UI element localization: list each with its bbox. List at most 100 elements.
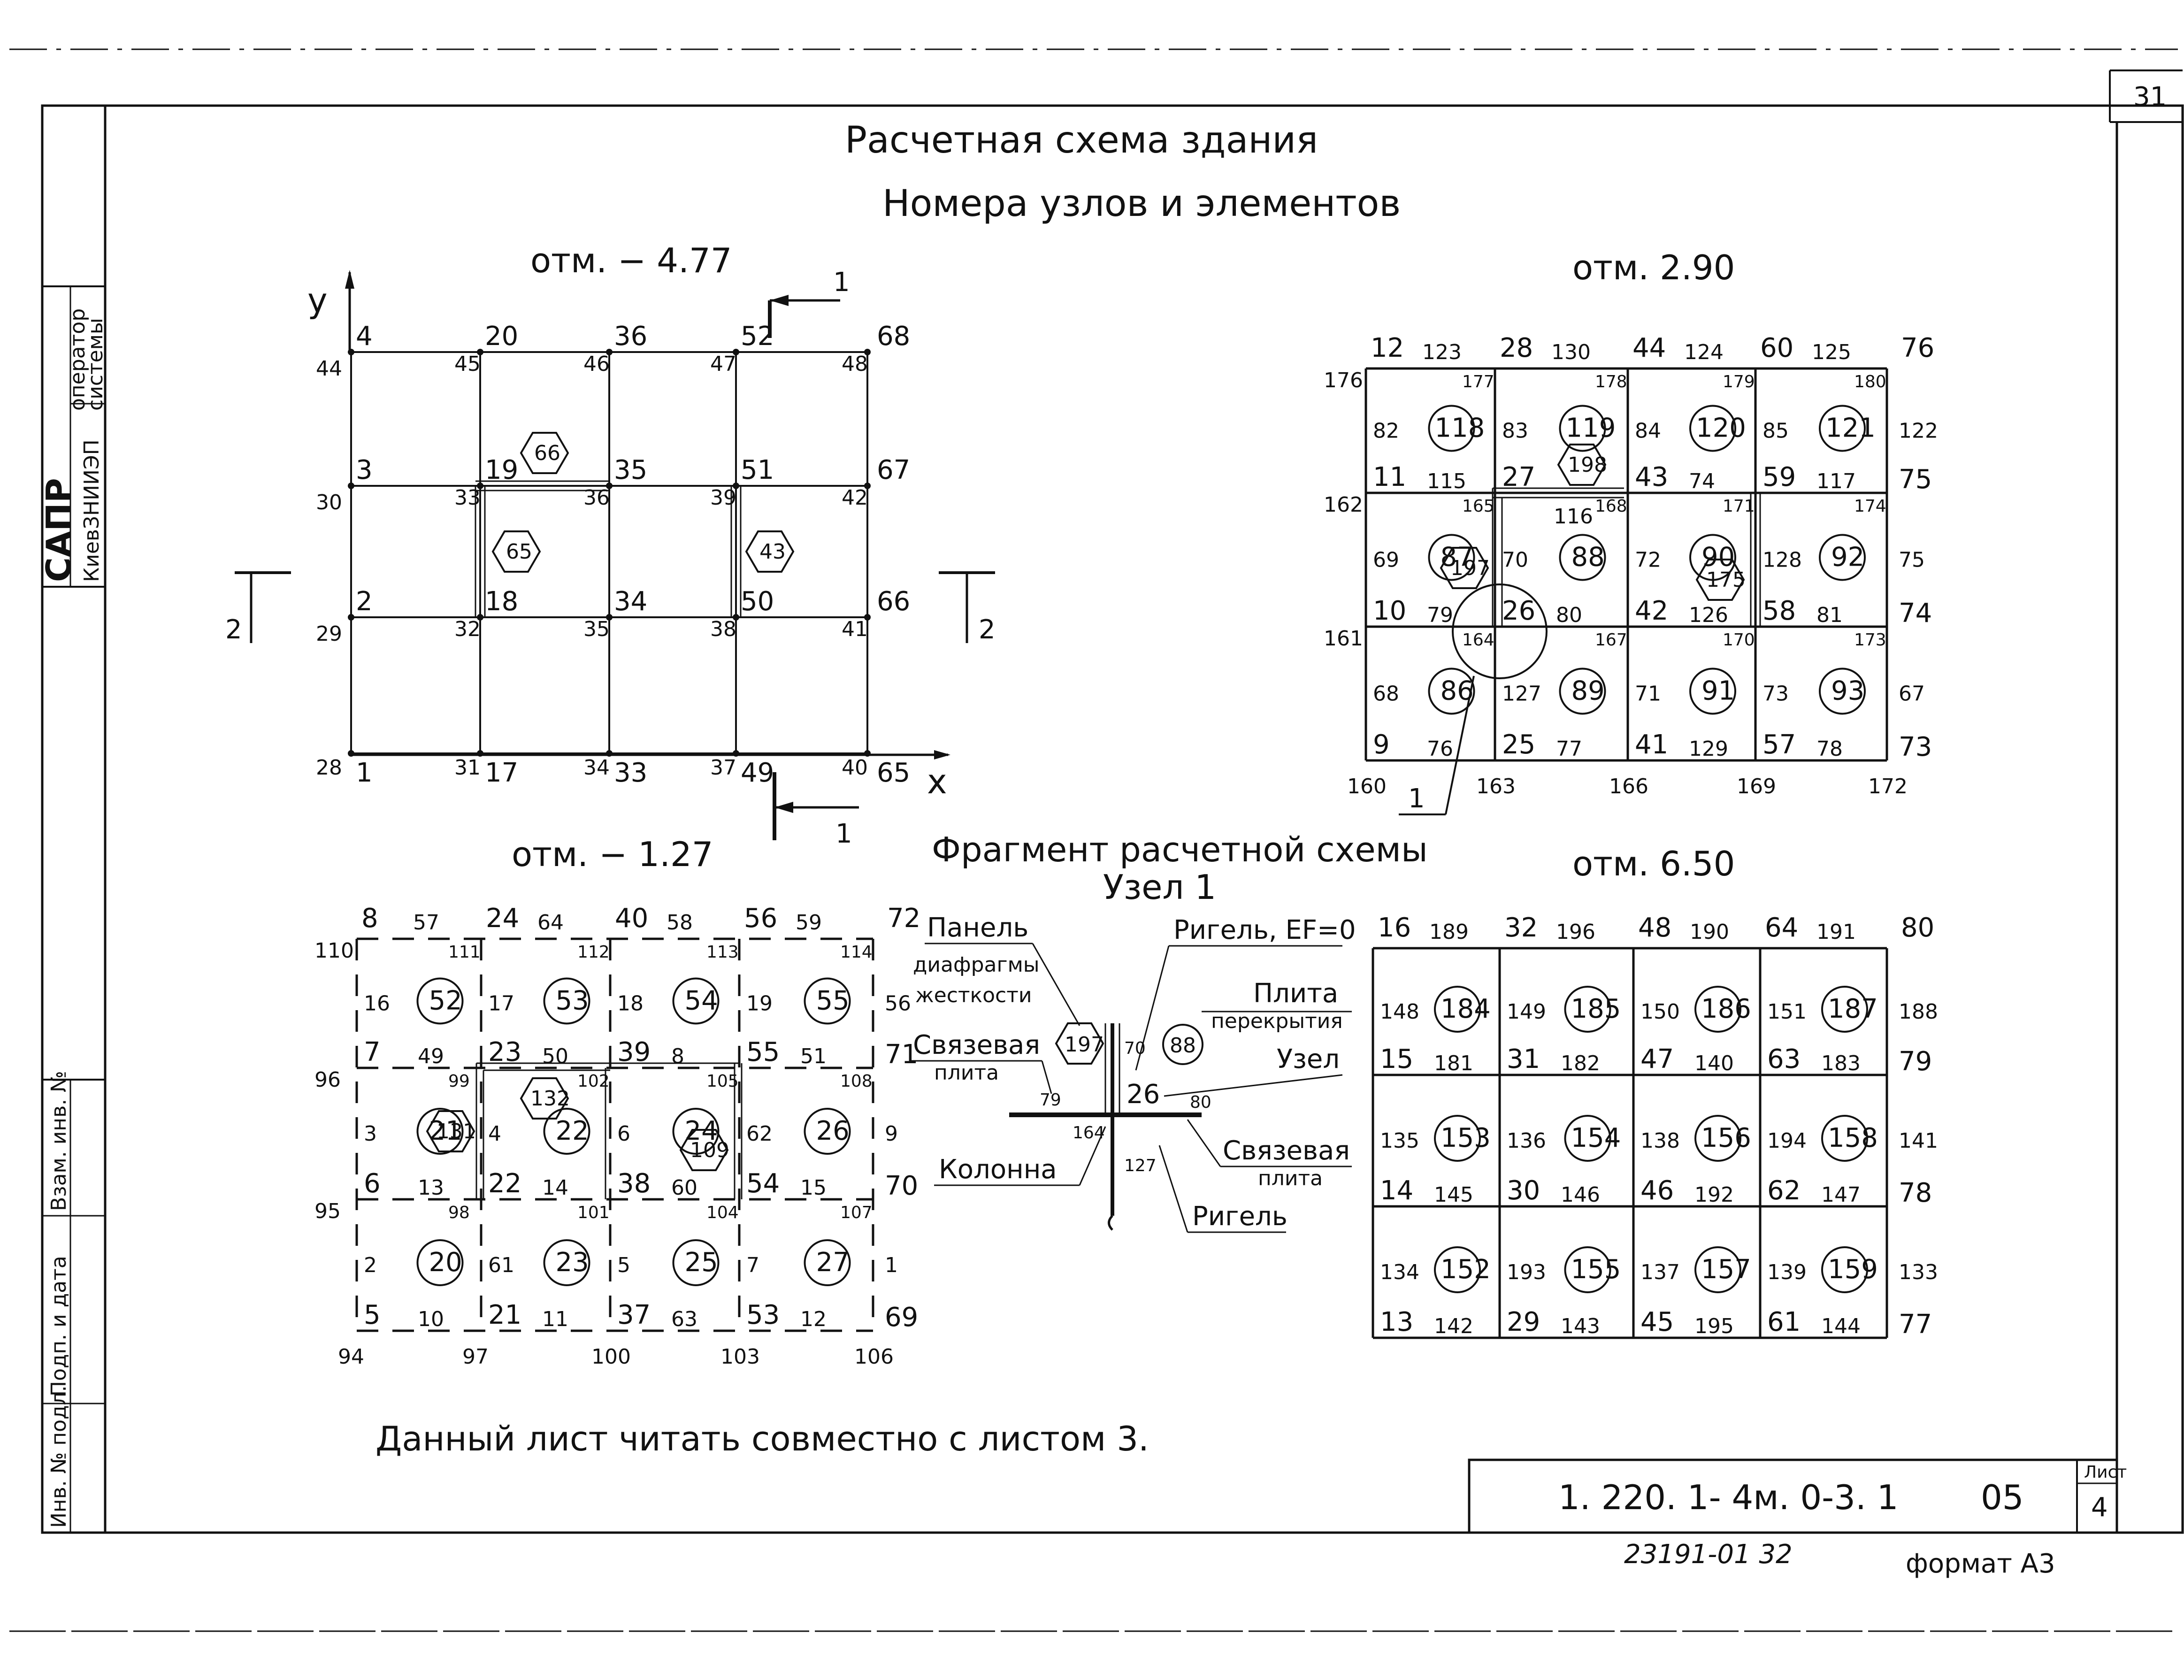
label-stiffness: жесткости — [915, 983, 1032, 1007]
fragment-element-197: 197 — [1065, 1033, 1104, 1057]
element-107: 107 — [840, 1203, 873, 1222]
element-61: 61 — [488, 1253, 514, 1277]
level-label-127: отм. − 1.27 — [512, 835, 713, 874]
wall-element-132-hex — [520, 1077, 569, 1120]
grid-node-dot — [348, 349, 354, 355]
plate-53: 53 — [556, 986, 589, 1016]
fragment-element-70: 70 — [1124, 1039, 1146, 1058]
element-98: 98 — [448, 1203, 470, 1222]
plate-152-circle — [1434, 1246, 1481, 1293]
node-58: 58 — [1763, 596, 1796, 626]
node-19: 19 — [485, 455, 518, 485]
plate-22: 22 — [556, 1116, 589, 1146]
element-195: 195 — [1694, 1314, 1734, 1338]
label-link-plate-left: Связевая — [913, 1030, 1040, 1060]
element-4: 4 — [488, 1122, 501, 1146]
sheet-label: Лист — [2084, 1463, 2127, 1482]
element-35: 35 — [583, 617, 610, 641]
wall-element-65: 65 — [506, 540, 532, 564]
element-84: 84 — [1635, 419, 1661, 443]
element-127: 127 — [1502, 682, 1541, 706]
label-rigel: Ригель — [1192, 1201, 1287, 1232]
node-56: 56 — [744, 903, 777, 934]
element-136: 136 — [1507, 1129, 1546, 1153]
element-148: 148 — [1380, 1000, 1419, 1024]
element-69: 69 — [1373, 548, 1399, 572]
plate-120: 120 — [1696, 413, 1746, 444]
element-115: 115 — [1427, 469, 1466, 493]
plate-93: 93 — [1831, 676, 1864, 706]
plate-86-circle — [1428, 667, 1475, 715]
wall-element-197: 197 — [1450, 556, 1490, 580]
doc-sheet-code: 05 — [1981, 1478, 2024, 1517]
element-13: 13 — [418, 1176, 444, 1200]
plate-121: 121 — [1825, 413, 1876, 444]
plate-23-circle — [543, 1239, 590, 1286]
element-188: 188 — [1899, 1000, 1938, 1024]
node-72: 72 — [887, 903, 920, 934]
node-13: 13 — [1380, 1307, 1413, 1337]
grid-node-dot — [733, 750, 739, 757]
node-78: 78 — [1899, 1178, 1932, 1208]
node-27: 27 — [1502, 462, 1535, 492]
element-75: 75 — [1899, 548, 1925, 572]
grid-node-dot — [348, 614, 354, 621]
node-20: 20 — [485, 321, 518, 352]
plate-156-circle — [1694, 1115, 1741, 1162]
label-link-plate-right: Связевая — [1223, 1135, 1350, 1166]
node-6: 6 — [364, 1168, 381, 1199]
plate-27: 27 — [816, 1247, 850, 1278]
level-label-290: отм. 2.90 — [1572, 248, 1735, 287]
node-36: 36 — [614, 321, 647, 352]
plate-91-circle — [1689, 667, 1736, 715]
node-15: 15 — [1380, 1044, 1413, 1074]
grid-node-dot — [606, 349, 613, 355]
node-54: 54 — [746, 1168, 780, 1199]
element-45: 45 — [454, 352, 481, 376]
element-163: 163 — [1476, 775, 1516, 798]
node-18: 18 — [485, 586, 518, 617]
element-15: 15 — [800, 1176, 827, 1200]
grid-node-dot — [733, 349, 739, 355]
node-22: 22 — [488, 1168, 521, 1199]
element-103: 103 — [720, 1345, 760, 1369]
element-50: 50 — [542, 1044, 568, 1068]
plate-24-circle — [672, 1108, 720, 1155]
element-36: 36 — [583, 486, 610, 510]
plate-90: 90 — [1701, 542, 1735, 573]
plate-26: 26 — [816, 1116, 850, 1146]
element-81: 81 — [1816, 603, 1843, 627]
element-58: 58 — [667, 911, 693, 935]
element-96: 96 — [314, 1068, 341, 1092]
element-33: 33 — [454, 486, 481, 510]
element-194: 194 — [1767, 1129, 1807, 1153]
element-123: 123 — [1422, 340, 1462, 364]
element-171: 171 — [1723, 497, 1755, 516]
node-60: 60 — [1760, 333, 1793, 363]
plate-118: 118 — [1435, 413, 1485, 444]
element-149: 149 — [1507, 1000, 1546, 1024]
node-37: 37 — [617, 1300, 651, 1330]
node-41: 41 — [1635, 729, 1668, 760]
plate-52: 52 — [429, 986, 462, 1016]
node-63: 63 — [1767, 1044, 1801, 1074]
element-172: 172 — [1868, 775, 1908, 798]
title-block: 1. 220. 1- 4м. 0-3. 1 05 Лист 4 23191-01… — [1468, 1458, 2127, 1579]
element-60: 60 — [671, 1176, 697, 1200]
node-17: 17 — [485, 758, 518, 788]
element-100: 100 — [591, 1345, 631, 1369]
element-2: 2 — [364, 1253, 377, 1277]
grid-node-dot — [864, 750, 871, 757]
element-116: 116 — [1554, 505, 1593, 529]
plate-186: 186 — [1701, 994, 1751, 1024]
plate-54: 54 — [685, 986, 718, 1016]
element-37: 37 — [710, 756, 736, 780]
element-71: 71 — [1635, 682, 1661, 706]
plate-118-circle — [1428, 405, 1475, 452]
element-110: 110 — [314, 939, 354, 963]
fragment-node-26: 26 — [1126, 1079, 1160, 1110]
element-189: 189 — [1429, 920, 1469, 944]
wall-element-131: 131 — [437, 1120, 476, 1143]
node-76: 76 — [1901, 333, 1934, 363]
axis-x-label: x — [927, 762, 947, 801]
